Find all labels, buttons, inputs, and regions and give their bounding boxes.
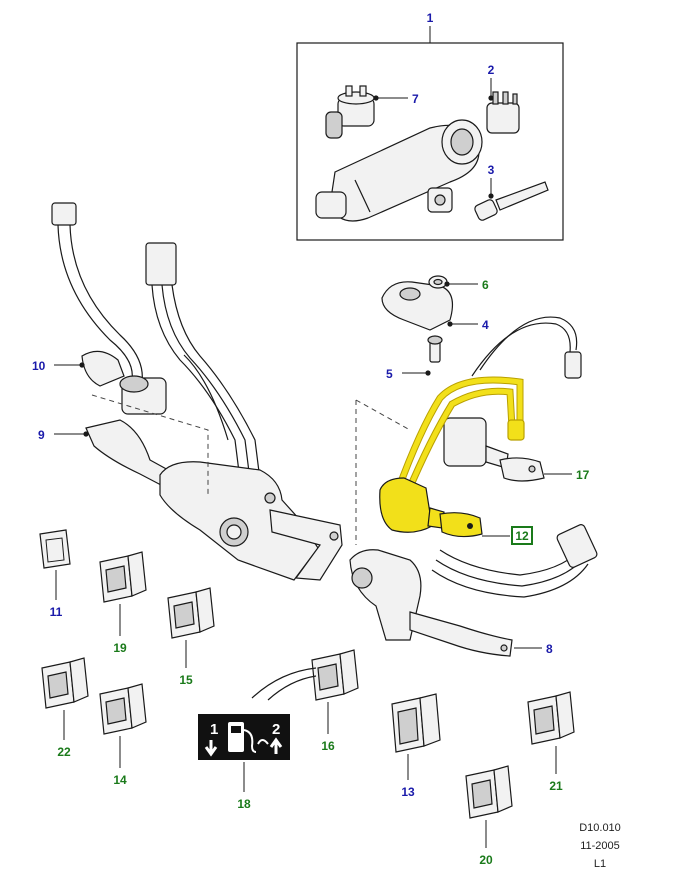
label-part-10[interactable]: 10 [32,359,46,373]
switch-part-21 [527,691,575,745]
steering-lock-housing [315,119,483,222]
label-part-9[interactable]: 9 [38,428,45,442]
label-part-19[interactable]: 19 [113,641,127,655]
label-part-12[interactable]: 12 [515,529,529,543]
screw-part-5 [427,335,443,363]
switch-part-16 [251,649,359,701]
label-part-5[interactable]: 5 [386,367,393,381]
label-part-7[interactable]: 7 [412,92,419,106]
label-part-17[interactable]: 17 [576,468,590,482]
fuel-tank-symbol-part-18: 1 2 [198,714,290,760]
switch-part-15 [167,587,215,639]
label-part-13[interactable]: 13 [401,785,415,799]
label-part-22[interactable]: 22 [57,745,71,759]
label-part-18[interactable]: 18 [237,797,251,811]
ignition-lock-inset [296,26,564,241]
label-part-12-box [511,526,533,545]
right-harness [349,316,598,657]
left-switch-assembly [51,202,343,581]
clamp-part-4 [381,281,453,331]
cover-part-11 [39,529,71,569]
label-part-3[interactable]: 3 [488,163,495,177]
switch-part-22 [41,657,89,709]
washer-part-6 [428,275,448,289]
part-labels: 1 2 3 4 5 6 7 8 9 10 11 12 13 14 15 16 1… [32,11,590,867]
guide-line-right-top [355,399,411,431]
label-part-6[interactable]: 6 [482,278,489,292]
label-part-8[interactable]: 8 [546,642,553,656]
switch-part-20 [465,765,513,819]
lock-barrel-part-7 [325,85,375,139]
label-part-4[interactable]: 4 [482,318,489,332]
label-part-1[interactable]: 1 [427,11,434,25]
diagram-footer: D10.010 11-2005 L1 [579,822,621,870]
leader-lines [54,362,572,848]
key-part-3 [474,181,549,221]
label-part-14[interactable]: 14 [113,773,127,787]
highlighted-switch-part-12 [379,376,525,538]
switch-part-13 [391,693,441,753]
tank-2-label: 2 [272,721,280,738]
label-part-16[interactable]: 16 [321,739,335,753]
diagram-reference: D10.010 [579,822,621,834]
tank-1-label: 1 [210,721,218,738]
label-part-15[interactable]: 15 [179,673,193,687]
switch-part-19 [99,551,147,603]
switch-part-14 [99,683,147,735]
label-part-20[interactable]: 20 [479,853,493,867]
label-part-11[interactable]: 11 [50,605,63,619]
switch-element-part-2 [486,91,520,134]
label-part-2[interactable]: 2 [488,63,495,77]
diagram-date: 11-2005 [580,840,620,852]
label-part-21[interactable]: 21 [549,779,563,793]
diagram-level: L1 [594,858,606,870]
guide-line-left [91,394,209,495]
